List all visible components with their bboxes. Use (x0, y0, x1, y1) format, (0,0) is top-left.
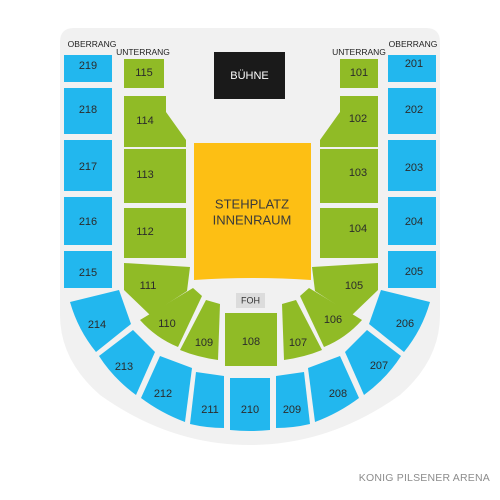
section-211[interactable] (190, 372, 224, 428)
section-115[interactable] (124, 59, 164, 88)
section-110[interactable] (140, 288, 202, 347)
section-207[interactable] (345, 330, 401, 395)
floor-label-line2: INNENRAUM (213, 213, 292, 228)
section-203[interactable] (388, 140, 436, 191)
section-213[interactable] (99, 330, 155, 395)
stage-label: BÜHNE (230, 70, 269, 82)
tier-label-oberrang-right: OBERRANG (389, 39, 438, 49)
section-105[interactable] (312, 263, 378, 315)
section-floor[interactable] (194, 143, 311, 280)
section-217[interactable] (64, 140, 112, 191)
section-212[interactable] (141, 356, 192, 422)
stage-block (214, 52, 285, 99)
tier-label-oberrang-left: OBERRANG (68, 39, 117, 49)
section-108[interactable] (225, 313, 277, 366)
section-106[interactable] (300, 288, 362, 347)
foh-box (236, 293, 265, 308)
section-104[interactable] (320, 208, 378, 258)
section-101[interactable] (340, 59, 378, 88)
tier-label-unterrang-left: UNTERRANG (116, 47, 170, 57)
section-209[interactable] (276, 372, 310, 428)
foh-label: FOH (241, 296, 260, 306)
section-208[interactable] (308, 356, 359, 422)
section-111[interactable] (124, 263, 190, 315)
section-107[interactable] (282, 300, 322, 360)
section-205[interactable] (388, 251, 436, 288)
floor-label-line1: STEHPLATZ (215, 197, 289, 212)
section-219[interactable] (64, 55, 112, 82)
section-215[interactable] (64, 251, 112, 288)
section-113[interactable] (124, 149, 186, 203)
section-210[interactable] (230, 378, 270, 431)
section-102[interactable] (320, 96, 378, 147)
section-218[interactable] (64, 88, 112, 134)
section-109[interactable] (180, 300, 220, 360)
section-206[interactable] (369, 290, 430, 352)
section-112[interactable] (124, 208, 186, 258)
section-201[interactable] (388, 55, 436, 82)
section-103[interactable] (320, 149, 378, 203)
section-204[interactable] (388, 197, 436, 245)
tier-label-unterrang-right: UNTERRANG (332, 47, 386, 57)
venue-name: KONIG PILSENER ARENA (358, 472, 490, 484)
section-216[interactable] (64, 197, 112, 245)
section-114[interactable] (124, 96, 186, 147)
section-214[interactable] (70, 290, 131, 352)
section-202[interactable] (388, 88, 436, 134)
